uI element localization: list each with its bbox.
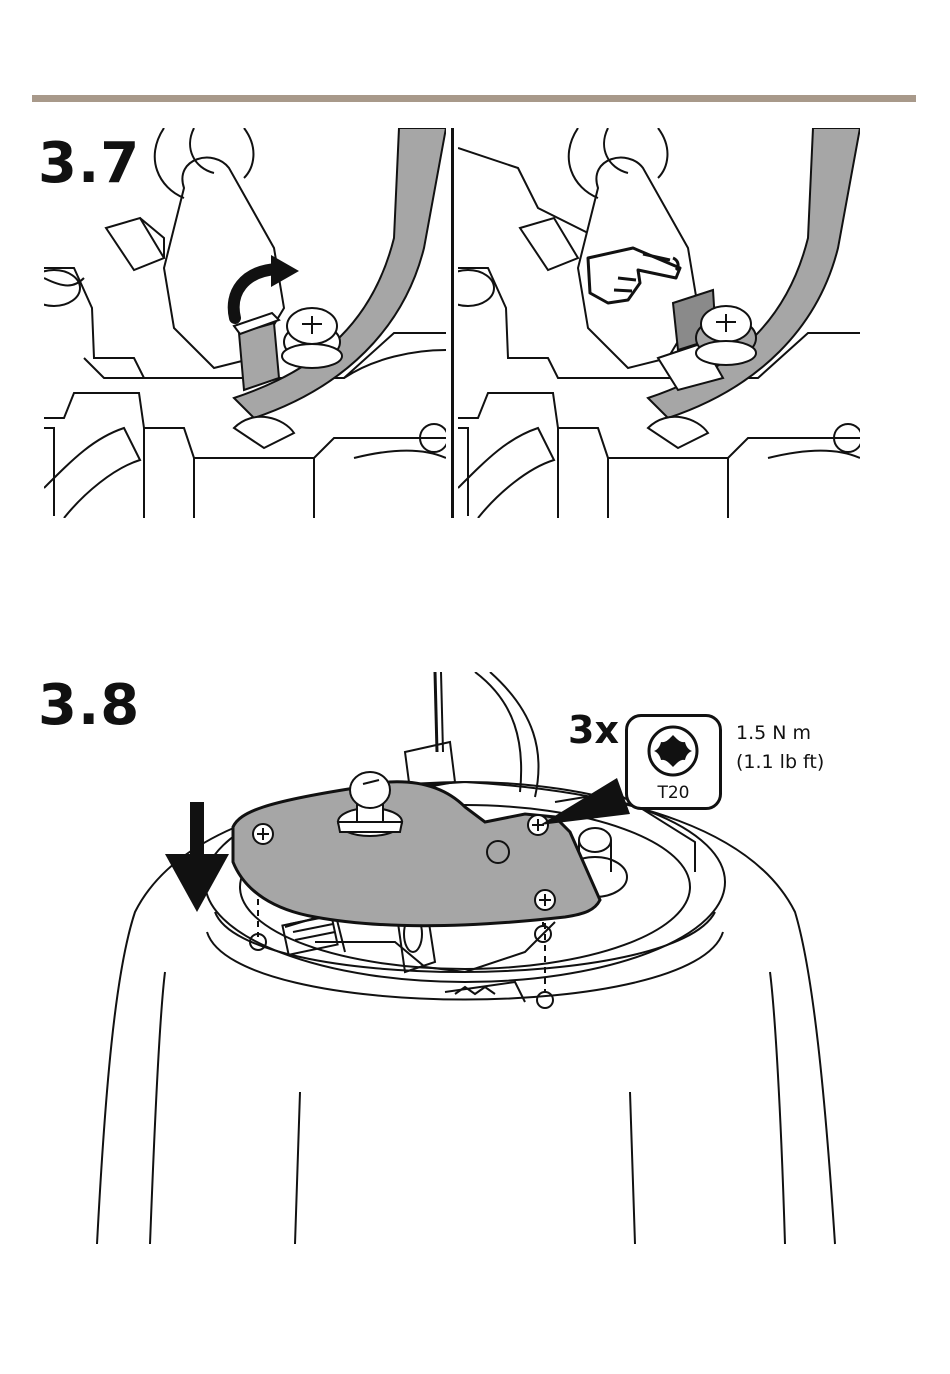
torque-imperial: (1.1 lb ft) — [736, 748, 824, 777]
step-3-7-right-illustration — [458, 128, 860, 518]
torx-bit-icon — [628, 719, 719, 785]
step-3-7-left-illustration — [44, 128, 446, 518]
torque-metric: 1.5 N m — [736, 719, 824, 748]
tool-size: T20 — [628, 783, 719, 803]
tool-callout: T20 — [625, 714, 722, 810]
torque-spec: 1.5 N m (1.1 lb ft) — [736, 719, 824, 777]
down-arrow-icon — [165, 802, 229, 912]
screw-count: 3x — [568, 708, 619, 752]
step-3-8-illustration — [95, 672, 840, 1247]
header-rule — [32, 95, 916, 102]
panel-divider — [451, 128, 454, 518]
